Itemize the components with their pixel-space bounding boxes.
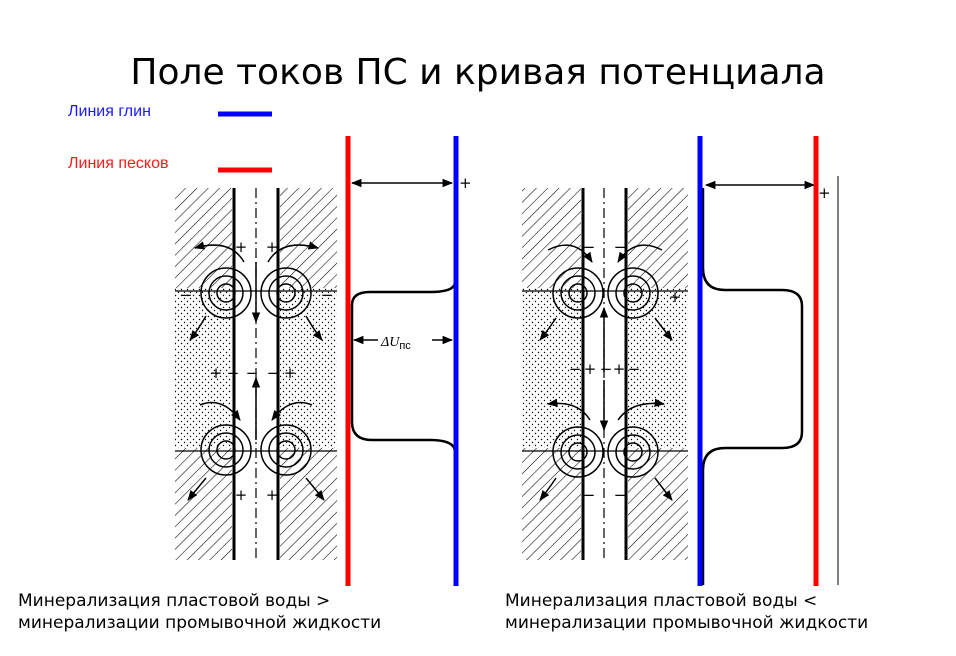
caption-right-line-1: Минерализация пластовой воды <	[505, 591, 818, 611]
svg-text:−: −	[569, 360, 582, 378]
svg-text:+: +	[459, 174, 472, 192]
right-sp-curve	[701, 188, 804, 585]
svg-text:−: −	[583, 486, 596, 504]
svg-text:−: −	[614, 486, 627, 504]
caption-left-line-1: Минерализация пластовой воды >	[18, 591, 331, 611]
svg-text:−: −	[227, 364, 240, 382]
svg-text:−: −	[246, 364, 259, 382]
svg-text:+: +	[235, 238, 248, 256]
svg-text:−: −	[180, 286, 193, 304]
svg-text:+: +	[266, 486, 279, 504]
svg-text:+: +	[210, 364, 223, 382]
caption-right-line-2: минерализации промывочной жидкости	[505, 613, 869, 633]
right-well-panel: −− + −+ −+− −−	[522, 188, 688, 560]
svg-text:+: +	[584, 360, 597, 378]
delta-u-label: ΔUпс	[380, 335, 411, 352]
svg-text:+: +	[669, 288, 682, 306]
svg-text:−: −	[600, 360, 613, 378]
svg-text:−: −	[321, 286, 334, 304]
caption-left-line-2: минерализации промывочной жидкости	[18, 613, 382, 633]
legend-clay-label: Линия глин	[68, 103, 151, 120]
left-sp-curve	[350, 188, 457, 585]
page-title: Поле токов ПС и кривая потенциала	[130, 52, 826, 93]
svg-text:+: +	[613, 360, 626, 378]
caption-right: Минерализация пластовой воды < минерализ…	[505, 590, 868, 634]
svg-text:+: +	[266, 238, 279, 256]
caption-left: Минерализация пластовой воды > минерализ…	[18, 590, 381, 634]
svg-text:+: +	[818, 184, 831, 202]
svg-text:+: +	[284, 364, 297, 382]
svg-text:−: −	[614, 238, 627, 256]
svg-text:−: −	[267, 364, 280, 382]
svg-text:+: +	[235, 486, 248, 504]
svg-text:−: −	[583, 238, 596, 256]
svg-text:−: −	[628, 360, 641, 378]
legend-sand-label: Линия песков	[68, 155, 169, 172]
left-well-panel: ++ −− +− −−+ ++	[175, 188, 337, 560]
